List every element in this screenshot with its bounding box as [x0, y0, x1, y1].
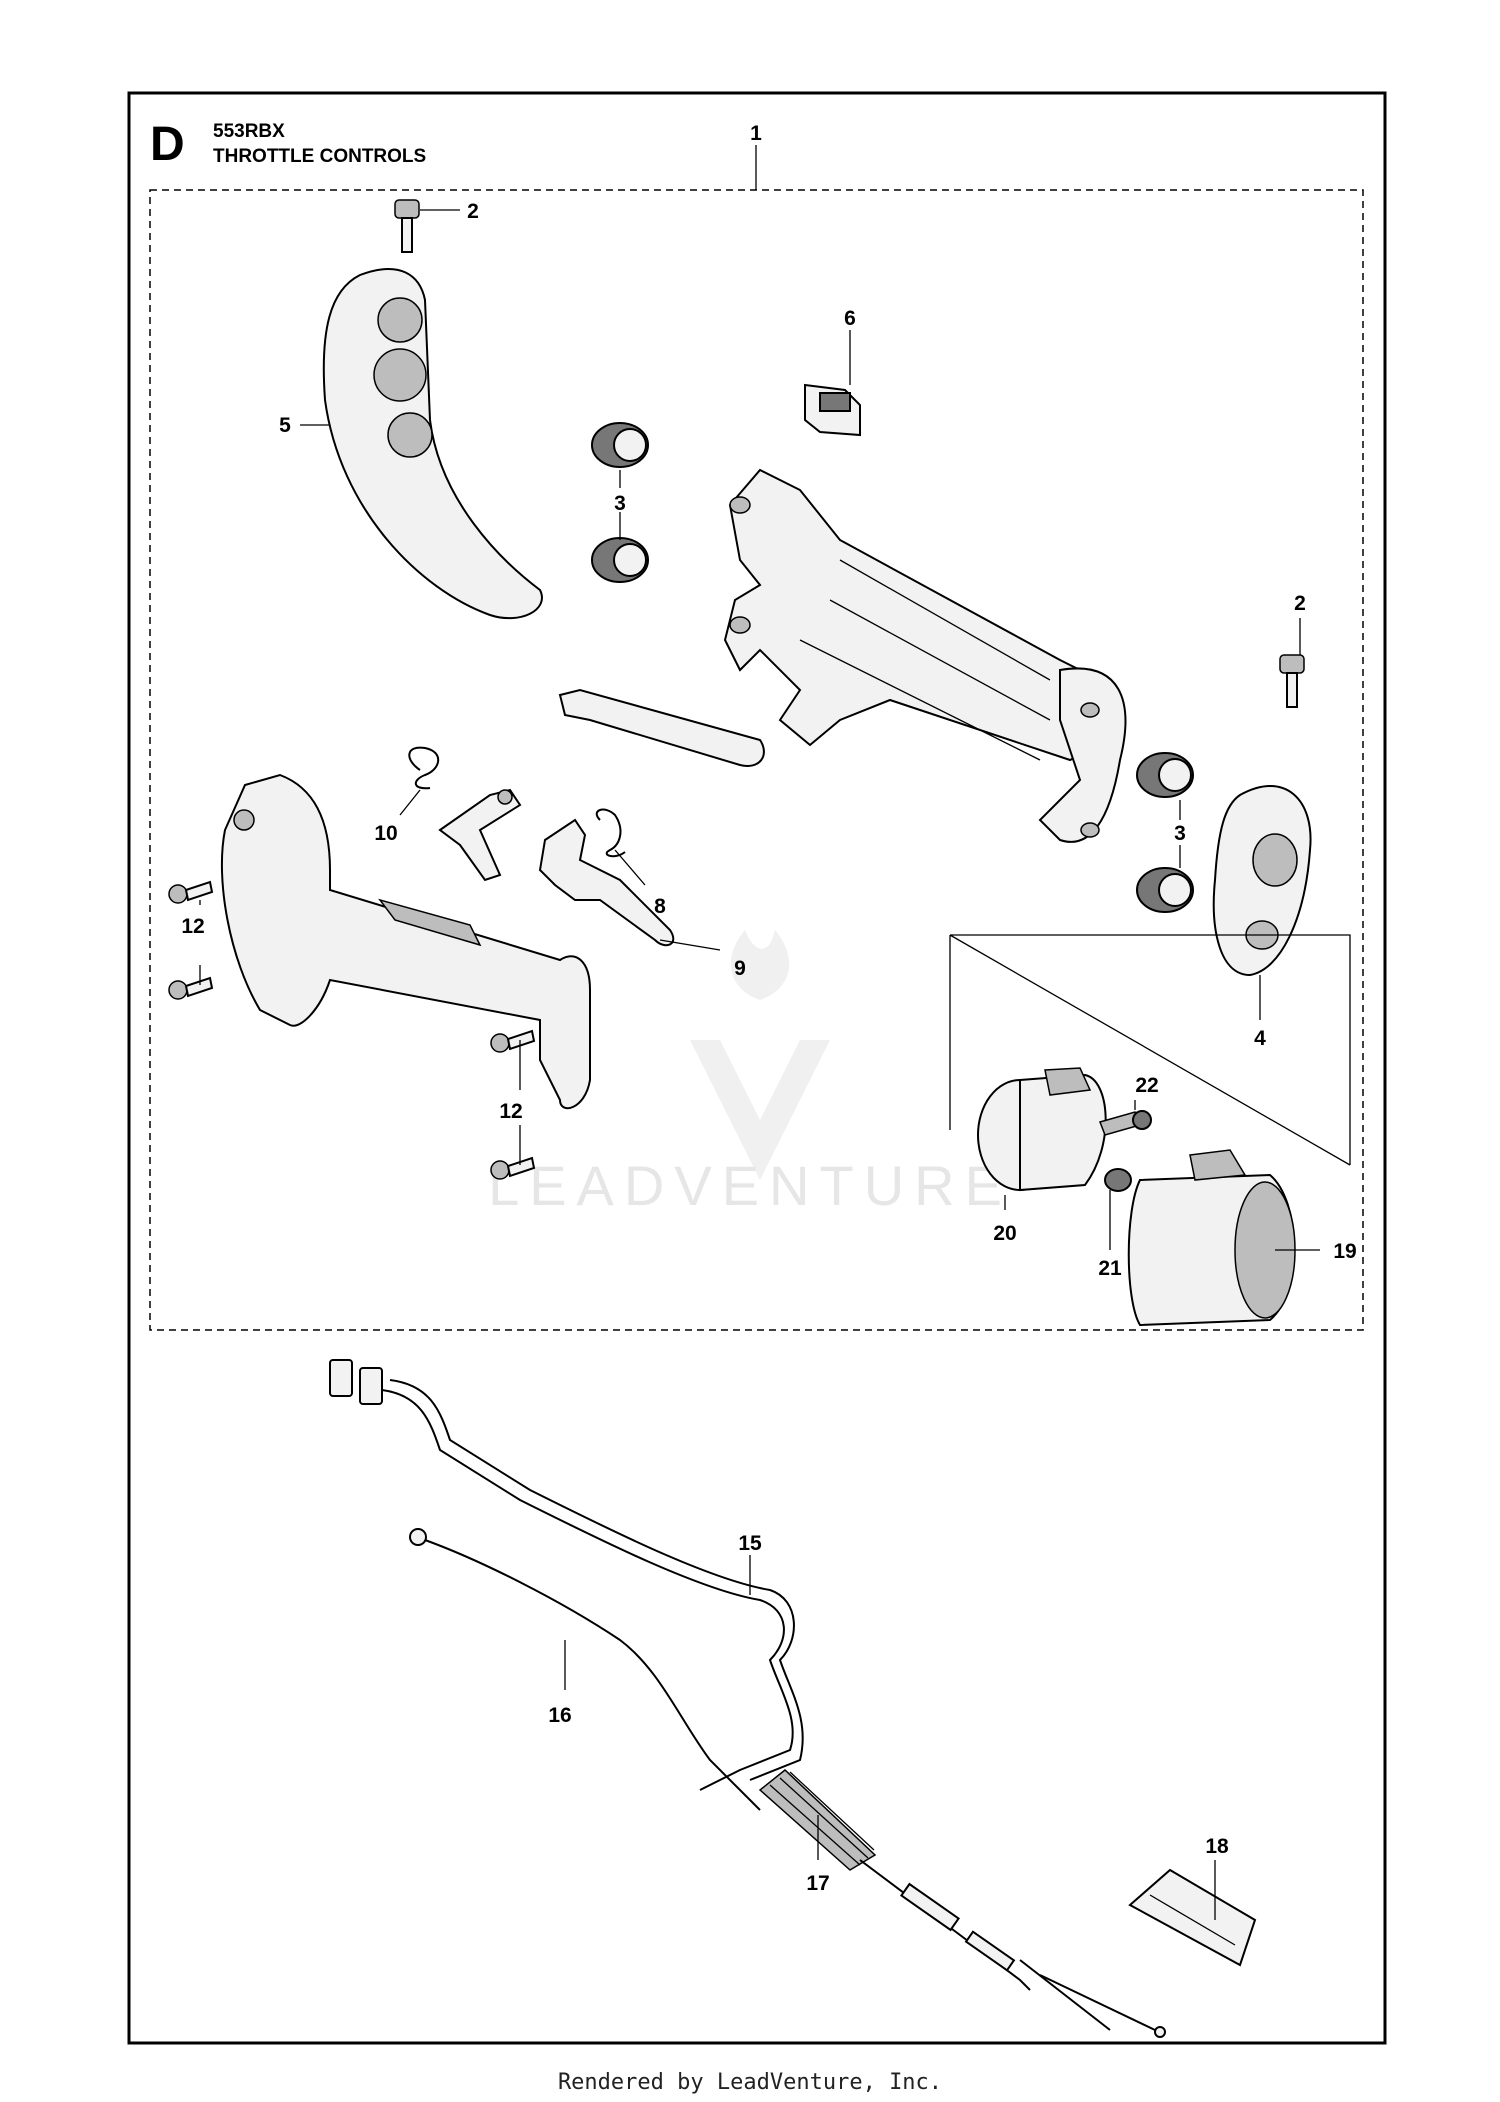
clamp-nut-part	[1104, 1168, 1132, 1192]
callout-9: 9	[734, 957, 746, 980]
diagram-border	[127, 91, 1387, 2045]
callout-10: 10	[374, 822, 397, 845]
callout-3: 3	[614, 492, 626, 515]
callout-17: 17	[806, 1872, 829, 1895]
throttle-lockout-part	[558, 688, 765, 767]
section-title: THROTTLE CONTROLS	[213, 146, 426, 167]
callout-12: 12	[181, 915, 204, 938]
clamp-screw-part	[1099, 1110, 1152, 1136]
callout-5: 5	[279, 414, 291, 437]
model-name: 553RBX	[213, 121, 285, 142]
clamp-subassembly-box	[949, 934, 1351, 1166]
trigger-spring-part	[595, 808, 626, 858]
callout-2: 2	[467, 200, 479, 223]
callout-21: 21	[1098, 1257, 1122, 1280]
grip-sleeve-part	[1127, 1149, 1296, 1327]
cable-clip-part	[1128, 1868, 1257, 1967]
clamp-part	[977, 1067, 1107, 1192]
wire-harness-part	[329, 1359, 804, 1791]
grip-half-part	[322, 268, 543, 620]
callout-20: 20	[993, 1222, 1016, 1245]
spring-part	[408, 746, 440, 790]
callout-15: 15	[738, 1532, 762, 1555]
callout-12: 12	[499, 1100, 522, 1123]
callout-1: 1	[750, 122, 762, 145]
callout-19: 19	[1333, 1240, 1356, 1263]
callout-18: 18	[1205, 1835, 1229, 1858]
throttle-cable-part	[409, 1528, 761, 1811]
bearing-part	[591, 422, 1194, 913]
screw-part	[394, 199, 1305, 708]
callout-4: 4	[1254, 1027, 1266, 1050]
footer-credit: Rendered by LeadVenture, Inc.	[557, 2070, 943, 2095]
grip-screw-part	[168, 880, 536, 1180]
throttle-trigger-part	[538, 818, 675, 947]
watermark-logo-icon	[690, 930, 830, 1180]
throttle-link-part	[438, 788, 522, 882]
callout-22: 22	[1135, 1074, 1158, 1097]
watermark-text: LEADVENTURE	[488, 1154, 1012, 1217]
callout-3: 3	[1174, 822, 1186, 845]
callout-2: 2	[1294, 592, 1306, 615]
callout-16: 16	[548, 1704, 571, 1727]
callout-6: 6	[844, 307, 856, 330]
section-letter: D	[150, 118, 185, 171]
end-cap-part	[1212, 785, 1312, 977]
grip-housing-part	[220, 773, 591, 1110]
leader-lines	[199, 145, 1320, 1920]
cable-spring-guard-part	[758, 1769, 1166, 2038]
callout-8: 8	[654, 895, 666, 918]
handle-bracket-part	[723, 468, 1127, 843]
stop-switch-part	[804, 383, 861, 437]
